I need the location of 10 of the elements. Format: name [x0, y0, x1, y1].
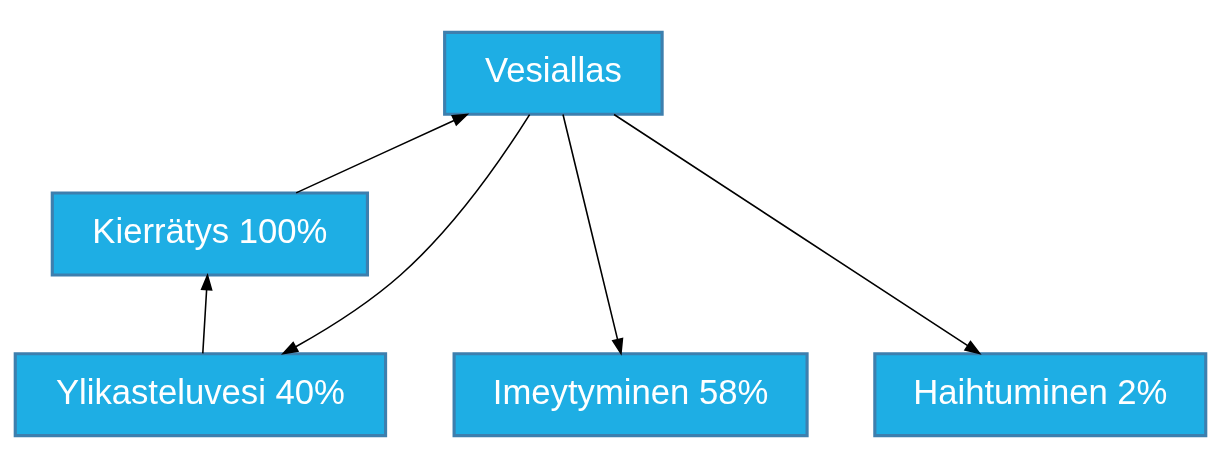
arrow — [281, 113, 531, 355]
node-box: Ylikasteluvesi 40% — [13, 352, 388, 438]
arrow — [562, 113, 624, 356]
arrow — [613, 113, 982, 355]
arrow — [200, 272, 213, 355]
node-box: Vesiallas — [443, 30, 664, 116]
node-box: Haihtuminen 2% — [873, 352, 1208, 438]
arrow — [295, 113, 470, 194]
node-box: Kierrätys 100% — [50, 191, 369, 277]
node-box: Imeytyminen 58% — [452, 352, 809, 438]
